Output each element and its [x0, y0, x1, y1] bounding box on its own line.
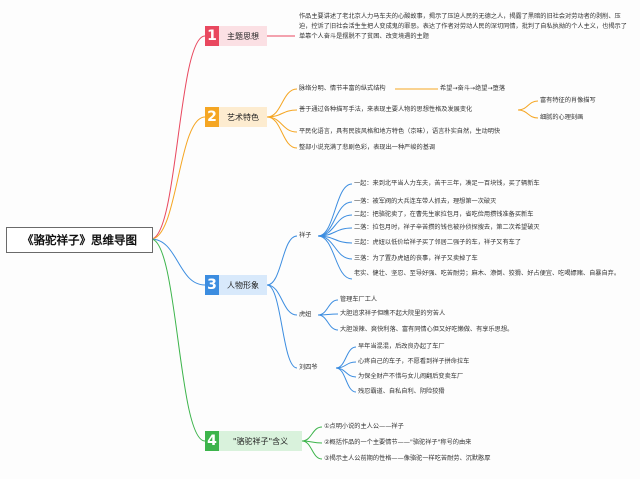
liusiye-trait: 残忍霸道、自私自利、阴险狡猾 — [358, 388, 445, 395]
huniu-trait: 管理车厂工人 — [340, 296, 378, 303]
theme-text: 作品主要讲述了老北京人力马车夫的心酸故事，揭示了压迫人民的无德之人，揭露了黑暗的… — [299, 13, 627, 40]
huniu-trait: 大胆泼辣、爽快利落、富有同情心但又好吃懒做、有享乐思想。 — [340, 326, 514, 333]
meaning-item: ②概括作品的一个主要情节——"骆驼祥子"称号的由来 — [324, 439, 472, 446]
liusiye-trait: 早年当混混，后改良办起了车厂 — [358, 343, 445, 350]
xiangzi-trait: 一落：被军阀的大兵连车带人抓去，理想第一次破灭 — [354, 198, 497, 205]
meaning-item: ③揭示主人公前期的性格——像骆驼一样吃苦耐劳、沉默憨厚 — [324, 455, 491, 462]
art-item: 整部小说充满了悲剧色彩，表现出一种严峻的基调 — [299, 144, 436, 151]
art-item: 平民化语言，具有民族风格和地方特色（京味），语言朴实自然，生动明快 — [299, 128, 501, 135]
xiangzi-trait: 三落：为了置办虎妞的丧事，祥子又卖掉了车 — [354, 255, 478, 262]
art-sub-item: 细腻的心理刻画 — [540, 114, 584, 121]
branch-theme: 1 主题思想 — [205, 26, 267, 46]
art-item: 善于通过各种描写手法，来表现主要人物的思想性格及发展变化 — [299, 106, 473, 113]
xiangzi-trait: 二落：拉包月时，祥子辛苦攒的钱也被孙侦探搜去，第二次希望破灭 — [354, 224, 540, 231]
branch-number: 2 — [205, 107, 219, 127]
person-liusiye: 刘四爷 — [299, 364, 318, 371]
root-title: 《骆驼祥子》思维导图 — [6, 227, 153, 253]
xiangzi-trait: 三起：虎妞以低价给祥子买了邻居二强子的车，祥子又有车了 — [354, 239, 522, 246]
person-xiangzi: 祥子 — [299, 232, 312, 239]
person-huniu: 虎妞 — [299, 311, 312, 318]
art-plot-chain: 希望→奋斗→绝望→堕落 — [440, 85, 506, 92]
liusiye-trait: 心疼自己的车子，不愿看到祥子拼命拉车 — [358, 358, 470, 365]
huniu-trait: 大胆追求祥子但瞧不起大院里的穷苦人 — [340, 310, 446, 317]
branch-art: 2 艺术特色 — [205, 107, 267, 127]
art-sub-item: 富有特征的肖像描写 — [540, 97, 596, 104]
branch-label: 人物形象 — [219, 275, 267, 295]
branch-number: 1 — [205, 26, 219, 46]
branch-meaning: 4 "骆驼祥子"含义 — [205, 431, 302, 451]
xiangzi-trait: 二起：把骆驼卖了，在曹先生家拉包月，省吃俭用攒钱准备买新车 — [354, 211, 534, 218]
liusiye-trait: 为保全财产不惜与女儿闹翻后变卖车厂 — [358, 373, 464, 380]
meaning-item: ①点明小说的主人公——祥子 — [324, 423, 404, 430]
branch-number: 3 — [205, 275, 219, 295]
xiangzi-trait: 老实、健壮、坚忍、至导好强、吃苦耐劳；麻木、潦倒、狡猾、好占便宜、吃喝嫖赌、自暴… — [354, 270, 621, 277]
xiangzi-trait: 一起：来到北平当人力车夫，苦干三年，凑足一百块钱，买了辆新车 — [354, 180, 540, 187]
branch-characters: 3 人物形象 — [205, 275, 267, 295]
branch-label: 艺术特色 — [219, 107, 267, 127]
branch-number: 4 — [205, 431, 219, 451]
branch-label: "骆驼祥子"含义 — [219, 431, 302, 451]
art-item: 脉络分明、情节丰富的纵式结构 — [299, 85, 386, 92]
branch-label: 主题思想 — [219, 26, 267, 46]
